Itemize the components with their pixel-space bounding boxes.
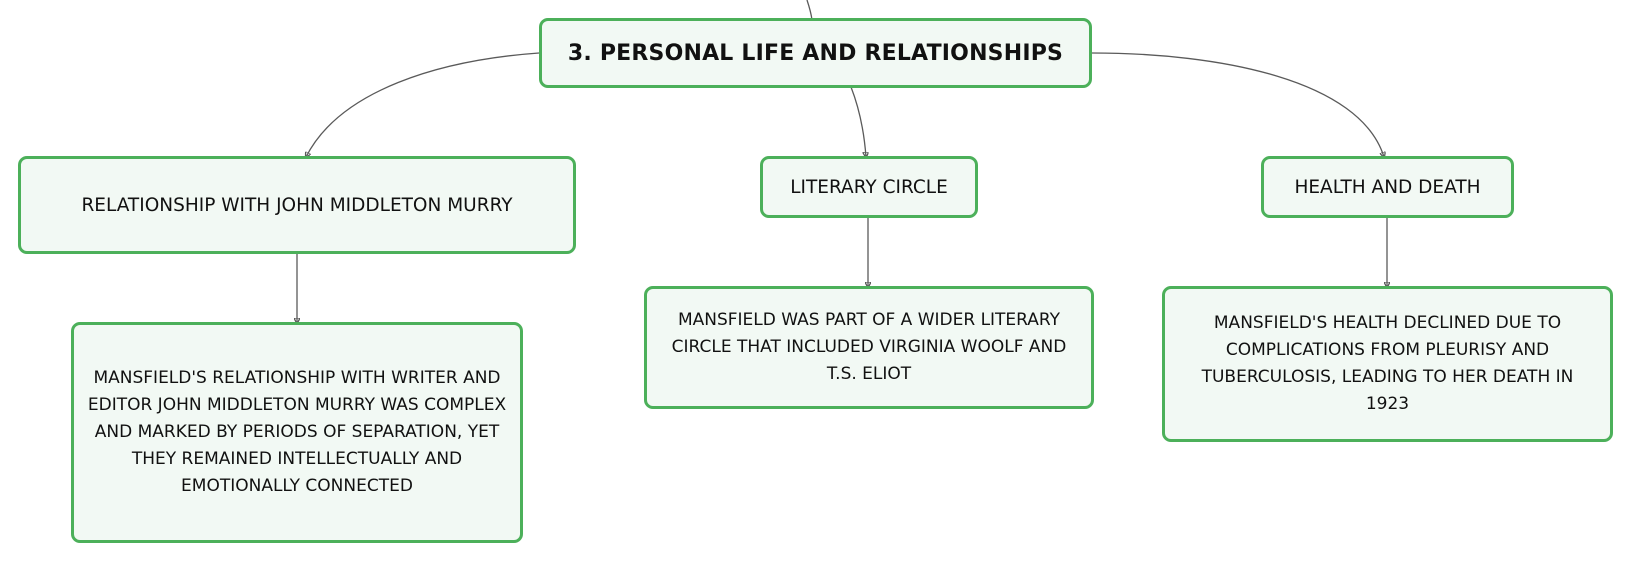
detail-text-murry-relationship: MANSFIELD'S RELATIONSHIP WITH WRITER AND… xyxy=(87,368,507,496)
connector-root-to-murry xyxy=(306,52,540,157)
incoming-parent-connector xyxy=(806,0,813,21)
topic-node-literary-circle[interactable]: LITERARY CIRCLE xyxy=(760,156,978,218)
connector-root-to-health xyxy=(1091,52,1384,157)
topic-label-literary-circle: LITERARY CIRCLE xyxy=(790,176,948,198)
topic-label-murry-relationship: RELATIONSHIP WITH JOHN MIDDLETON MURRY xyxy=(81,194,513,216)
root-topic-label: 3. PERSONAL LIFE AND RELATIONSHIPS xyxy=(567,40,1064,66)
topic-node-health-and-death[interactable]: HEALTH AND DEATH xyxy=(1261,156,1514,218)
topic-label-health-and-death: HEALTH AND DEATH xyxy=(1294,176,1481,198)
detail-text-literary-circle: MANSFIELD WAS PART OF A WIDER LITERARY C… xyxy=(671,310,1067,384)
detail-node-murry-relationship[interactable]: MANSFIELD'S RELATIONSHIP WITH WRITER AND… xyxy=(71,322,523,543)
root-topic-node[interactable]: 3. PERSONAL LIFE AND RELATIONSHIPS xyxy=(539,18,1092,88)
detail-node-health-and-death[interactable]: MANSFIELD'S HEALTH DECLINED DUE TO COMPL… xyxy=(1162,286,1613,442)
connector-root-to-literary-circle xyxy=(850,86,866,157)
detail-node-literary-circle[interactable]: MANSFIELD WAS PART OF A WIDER LITERARY C… xyxy=(644,286,1094,409)
topic-node-murry-relationship[interactable]: RELATIONSHIP WITH JOHN MIDDLETON MURRY xyxy=(18,156,576,254)
detail-text-health-and-death: MANSFIELD'S HEALTH DECLINED DUE TO COMPL… xyxy=(1201,313,1574,414)
